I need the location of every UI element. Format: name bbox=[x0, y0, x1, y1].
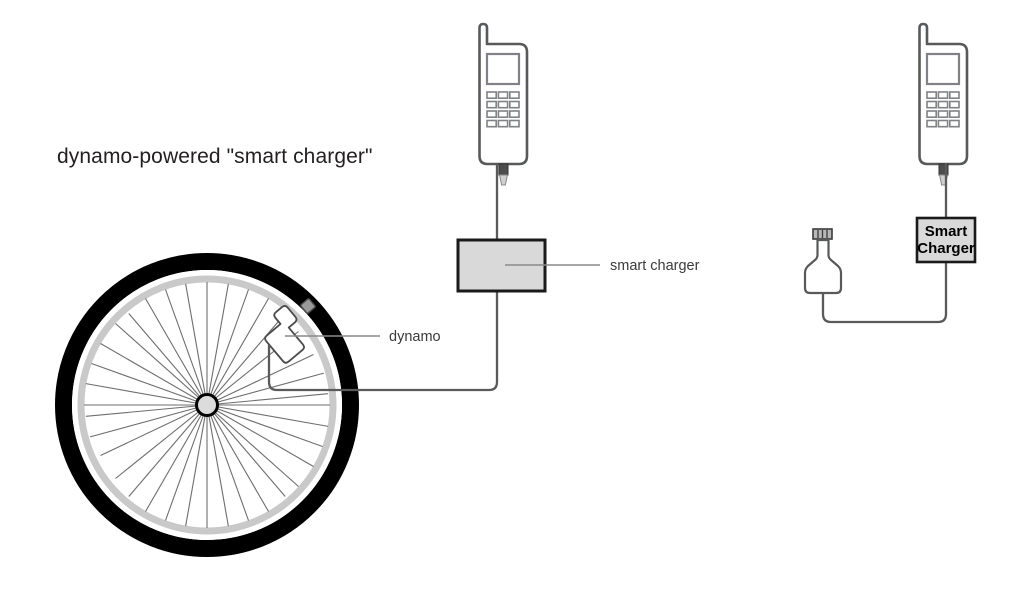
smart-charger-labeled-box: Smart Charger bbox=[915, 216, 977, 264]
smart-charger-box-line1: Smart bbox=[925, 223, 968, 240]
bottle-dynamo-on-wheel bbox=[264, 292, 499, 392]
dynamo-label: dynamo bbox=[389, 329, 441, 345]
dynamo-roller bbox=[300, 298, 316, 314]
smart-charger-labeled-rect bbox=[915, 216, 977, 264]
smart-charger-label: smart charger bbox=[610, 258, 700, 274]
dynamo-roller-ridges bbox=[817, 230, 828, 238]
wheel-spokes bbox=[84, 282, 330, 528]
dynamo-body-group bbox=[264, 305, 305, 364]
wheel-rim bbox=[77, 275, 337, 535]
mobile-phone-left bbox=[478, 22, 529, 187]
right-dynamo-to-charger-cable bbox=[821, 262, 948, 324]
callout-smart-charger: smart charger bbox=[505, 258, 700, 274]
mobile-phone-right bbox=[918, 22, 969, 187]
bottle-dynamo-standalone bbox=[803, 228, 948, 324]
bicycle-wheel bbox=[55, 253, 359, 557]
dynamo-to-charger-cable bbox=[267, 292, 499, 392]
smart-charger-box-line2: Charger bbox=[917, 240, 975, 257]
wheel-tire-gap bbox=[72, 270, 342, 540]
dynamo-body bbox=[264, 305, 305, 364]
page-title: dynamo-powered "smart charger" bbox=[57, 145, 373, 168]
wheel-hub bbox=[195, 393, 219, 417]
dynamo-bottle-body bbox=[803, 238, 843, 295]
wheel-tire bbox=[55, 253, 359, 557]
callout-dynamo: dynamo bbox=[285, 329, 441, 345]
